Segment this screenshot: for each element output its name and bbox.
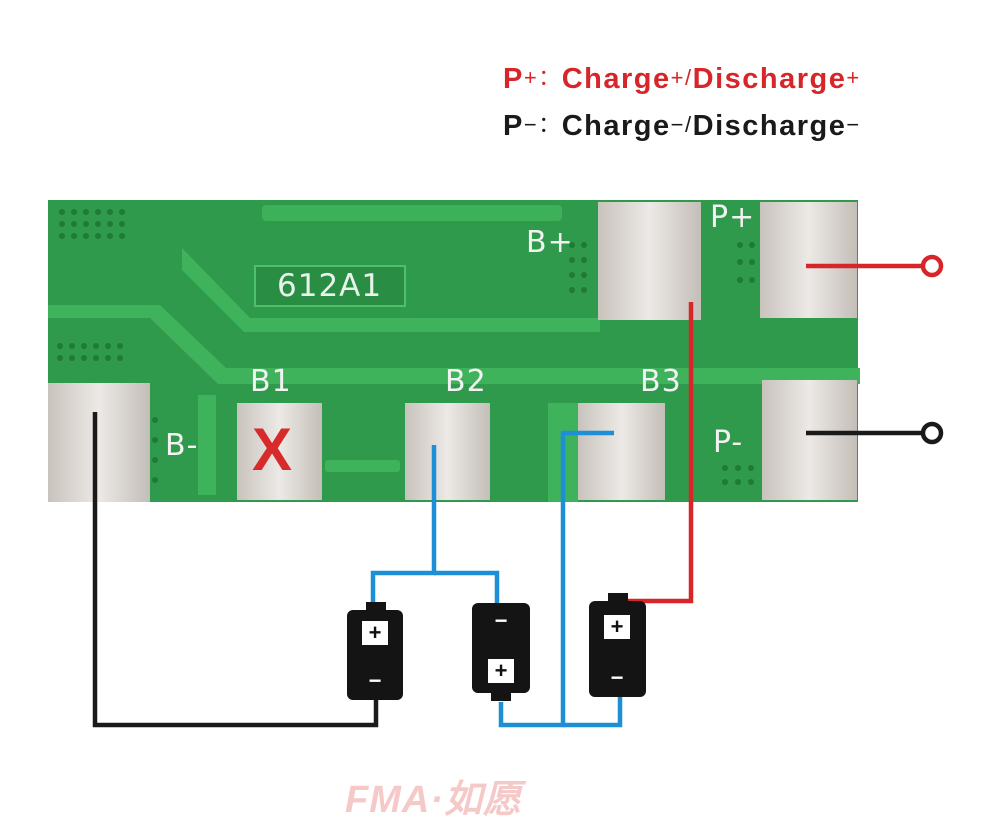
legend-line-negative: P−：Charge−/Discharge−	[503, 107, 861, 143]
legend-p-minus-sign: −	[523, 112, 539, 137]
legend-discharge-sign: +	[846, 65, 861, 90]
pad-b2	[405, 403, 490, 500]
battery-1-bottom-sign: −	[362, 669, 388, 693]
pad-p-minus	[762, 380, 857, 500]
label-p-plus: P+	[710, 200, 756, 235]
legend-colon: ：	[538, 65, 562, 90]
p-plus-terminal-icon	[920, 254, 944, 278]
legend-charge-sign: +	[670, 65, 685, 90]
negative-wire-b-minus	[92, 412, 379, 728]
legend-charge-sign: −	[670, 112, 685, 137]
battery-3-bottom-sign: −	[604, 666, 630, 690]
solder-pads	[48, 202, 857, 502]
legend-p-plus-label: P	[503, 63, 524, 95]
battery-3-icon	[589, 593, 646, 697]
battery-2-icon	[472, 603, 530, 701]
balance-wire-b2	[370, 445, 437, 608]
legend-slash: /	[685, 112, 693, 137]
unused-pad-mark: X	[252, 416, 293, 483]
positive-wire-p-plus-to-battery	[622, 302, 694, 604]
label-b2: B2	[445, 364, 487, 399]
label-b1: B1	[250, 364, 292, 399]
legend-colon: ：	[538, 112, 562, 137]
board-part-code: 612A1	[277, 268, 383, 304]
p-minus-terminal-icon	[920, 421, 944, 445]
legend-charge-label: Charge	[561, 63, 671, 95]
pad-b-plus	[598, 202, 701, 320]
legend-p-plus-sign: +	[523, 65, 539, 90]
pad-b3	[578, 403, 665, 500]
battery-1-top-sign: +	[362, 621, 388, 645]
label-b3: B3	[640, 364, 682, 399]
legend-line-positive: P+：Charge+/Discharge+	[503, 60, 861, 96]
pad-b1	[237, 403, 322, 500]
legend-p-minus-label: P	[503, 110, 524, 142]
pad-b-minus	[48, 383, 150, 502]
battery-3-top-sign: +	[604, 615, 630, 639]
battery-2-bottom-sign: +	[488, 659, 514, 683]
legend-charge-label: Charge	[561, 110, 671, 142]
legend-discharge-label: Discharge	[692, 63, 847, 95]
label-b-plus: B+	[526, 225, 574, 260]
legend-slash: /	[685, 65, 693, 90]
brand-watermark: FMA·如愿	[345, 779, 522, 821]
label-p-minus: P-	[713, 425, 744, 460]
legend-discharge-label: Discharge	[692, 110, 847, 142]
wires	[92, 263, 925, 728]
label-b-minus: B-	[165, 428, 199, 463]
legend-discharge-sign: −	[846, 112, 861, 137]
balance-wire-b3-battery	[563, 697, 623, 728]
pad-p-plus	[760, 202, 857, 318]
battery-1-icon	[347, 602, 403, 700]
balance-wire-b2-right	[434, 570, 500, 605]
battery-2-top-sign: −	[488, 609, 514, 633]
